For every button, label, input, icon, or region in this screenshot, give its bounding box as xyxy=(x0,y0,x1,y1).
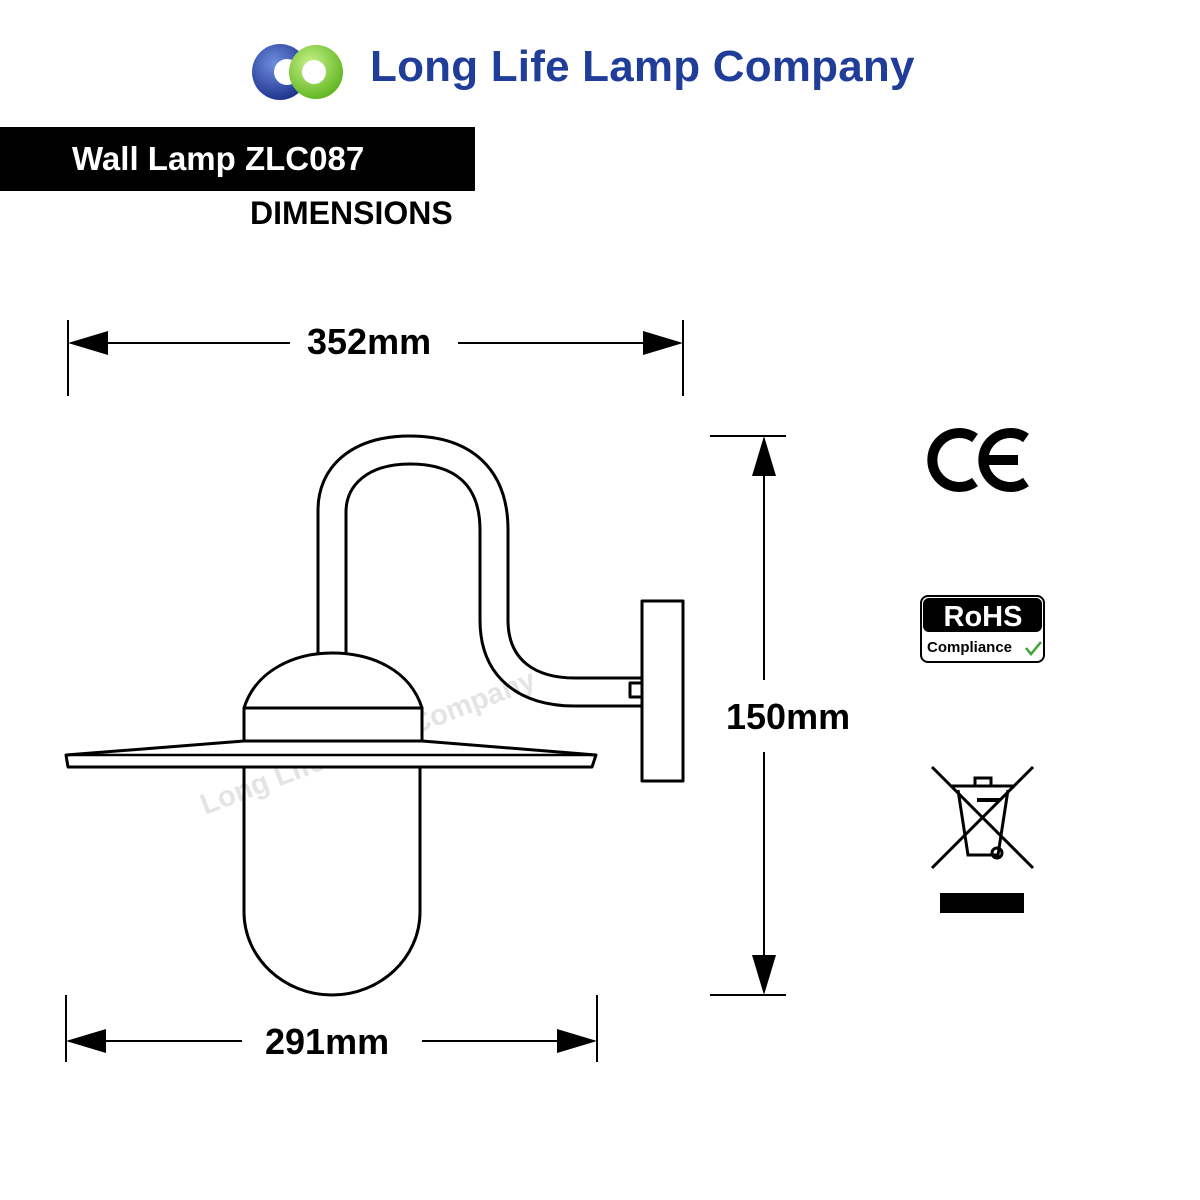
wall-mount-plate xyxy=(640,599,685,783)
crossed-bin-icon xyxy=(930,765,1035,913)
dimension-shade-width xyxy=(65,995,598,1062)
dimension-height xyxy=(710,435,786,996)
product-title: Wall Lamp ZLC087 xyxy=(72,140,365,177)
rohs-badge: RoHS Compliance xyxy=(920,595,1045,663)
twin-ring-logo-icon xyxy=(252,44,343,100)
ce-mark-icon xyxy=(927,428,1029,492)
arrowhead-left xyxy=(66,1029,106,1053)
arrowhead-right xyxy=(643,331,683,355)
lamp-arm xyxy=(316,434,644,708)
mount-screw xyxy=(628,681,644,699)
product-title-bar xyxy=(0,127,475,191)
dimension-overall-width xyxy=(67,320,684,396)
lamp-collar xyxy=(242,706,424,743)
lamp-glass-globe xyxy=(242,765,422,997)
arrowhead-right xyxy=(557,1029,597,1053)
section-label: DIMENSIONS xyxy=(250,195,453,231)
dimension-overall-width-label: 352mm xyxy=(307,321,432,362)
arrowhead-down xyxy=(752,955,776,995)
company-name: Long Life Lamp Company xyxy=(370,42,915,91)
arrowhead-up xyxy=(752,436,776,476)
dimension-height-label: 150mm xyxy=(726,696,851,737)
wall-lamp-drawing xyxy=(64,434,685,997)
rohs-compliance-text: Compliance xyxy=(927,639,1012,656)
check-icon xyxy=(1025,641,1042,656)
lamp-dome xyxy=(242,651,424,710)
dimension-shade-width-label: 291mm xyxy=(265,1021,390,1062)
arrowhead-left xyxy=(68,331,108,355)
rohs-title-text: RoHS xyxy=(944,601,1023,633)
